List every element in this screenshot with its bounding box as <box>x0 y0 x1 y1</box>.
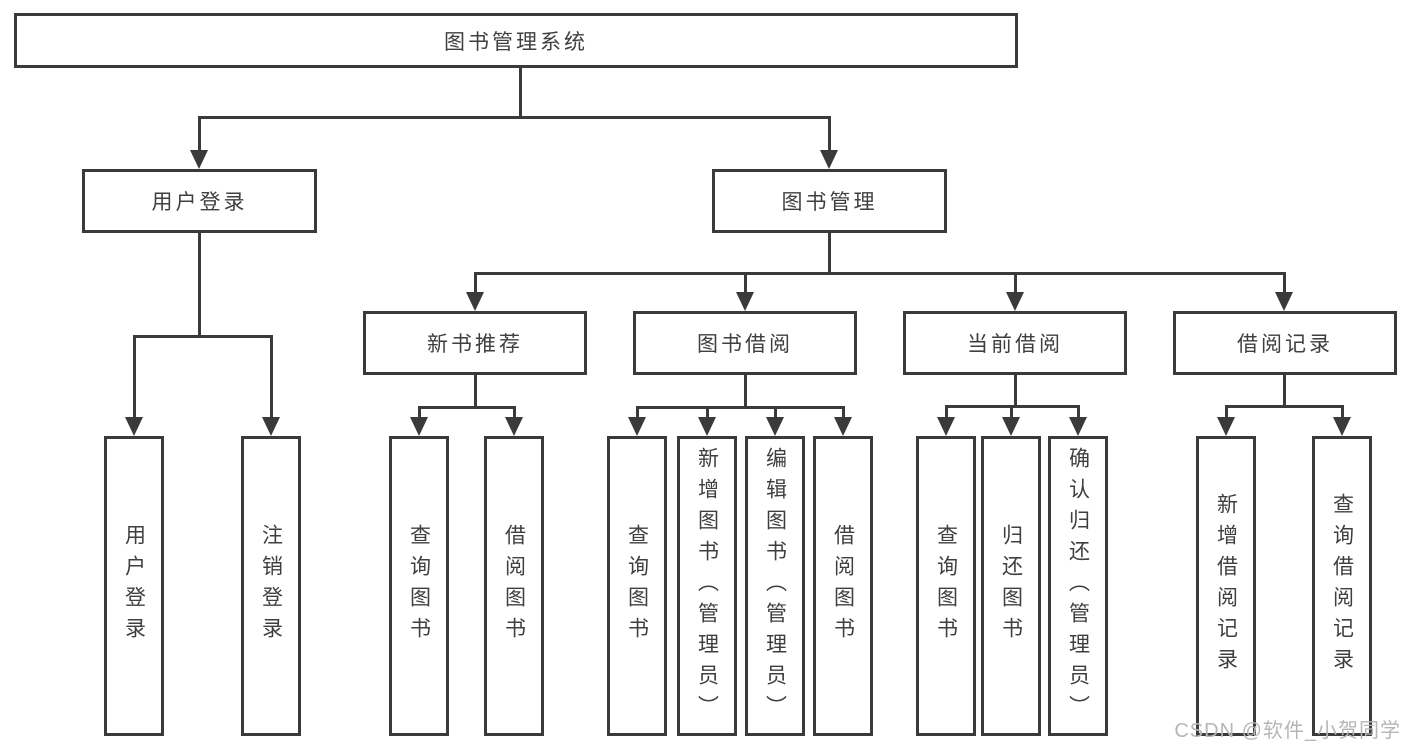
connector-line <box>635 406 639 421</box>
connector-line <box>518 68 522 119</box>
node-label: 当前借阅 <box>967 333 1063 356</box>
leaf-user-login: 用户登录 <box>104 436 164 736</box>
leaf-logout: 注销登录 <box>241 436 301 736</box>
arrowhead-icon <box>1006 292 1024 311</box>
connector-line <box>1013 272 1017 296</box>
connector-line <box>1224 405 1228 421</box>
node-label: 用户登录 <box>151 191 248 214</box>
leaf-query-books-current: 查询图书 <box>916 436 976 736</box>
connector-line <box>512 406 516 421</box>
node-book-borrowing: 图书借阅 <box>633 311 857 375</box>
connector-line <box>132 335 273 338</box>
leaf-label: 归还图书 <box>999 524 1023 648</box>
arrowhead-icon <box>125 417 143 436</box>
leaf-label: 新增图书（管理员） <box>695 446 719 726</box>
leaf-query-books-recommendation: 查询图书 <box>389 436 449 736</box>
connector-line <box>841 406 845 421</box>
arrowhead-icon <box>262 417 280 436</box>
connector-line <box>473 272 1286 275</box>
connector-line <box>1282 272 1286 296</box>
connector-line <box>827 116 831 154</box>
arrowhead-icon <box>766 417 784 436</box>
leaf-label: 查询借阅记录 <box>1330 493 1354 679</box>
arrowhead-icon <box>1217 417 1235 436</box>
leaf-edit-books-admin: 编辑图书（管理员） <box>745 436 805 736</box>
leaf-label: 确认归还（管理员） <box>1066 446 1090 726</box>
connector-line <box>1224 405 1344 408</box>
leaf-label: 查询图书 <box>934 524 958 648</box>
connector-line <box>944 405 948 421</box>
connector-line <box>417 406 516 409</box>
arrowhead-icon <box>1275 292 1293 311</box>
node-borrowing-records: 借阅记录 <box>1173 311 1397 375</box>
node-library-management-system: 图书管理系统 <box>14 13 1018 68</box>
leaf-label: 查询图书 <box>407 524 431 648</box>
leaf-label: 借阅图书 <box>831 524 855 648</box>
arrowhead-icon <box>410 417 428 436</box>
node-label: 图书管理系统 <box>444 30 588 54</box>
leaf-return-books: 归还图书 <box>981 436 1041 736</box>
arrowhead-icon <box>820 150 838 169</box>
node-label: 借阅记录 <box>1237 333 1333 356</box>
connector-line <box>705 406 709 421</box>
arrowhead-icon <box>698 417 716 436</box>
arrowhead-icon <box>736 292 754 311</box>
arrowhead-icon <box>1002 417 1020 436</box>
node-user-login: 用户登录 <box>82 169 317 233</box>
connector-line <box>197 116 201 154</box>
connector-line <box>197 116 831 119</box>
connector-line <box>197 233 201 338</box>
connector-line <box>1076 405 1080 421</box>
watermark: CSDN @软件_小贺同学 <box>1174 720 1401 742</box>
leaf-borrow-books: 借阅图书 <box>813 436 873 736</box>
leaf-confirm-return-admin: 确认归还（管理员） <box>1048 436 1108 736</box>
arrowhead-icon <box>190 150 208 169</box>
arrowhead-icon <box>466 292 484 311</box>
leaf-add-borrowing-record: 新增借阅记录 <box>1196 436 1256 736</box>
leaf-label: 查询图书 <box>625 524 649 648</box>
arrowhead-icon <box>834 417 852 436</box>
leaf-query-books-borrowing: 查询图书 <box>607 436 667 736</box>
leaf-label: 注销登录 <box>259 524 283 648</box>
connector-line <box>1013 375 1017 408</box>
connector-line <box>743 375 747 409</box>
connector-line <box>827 233 831 275</box>
arrowhead-icon <box>1333 417 1351 436</box>
leaf-borrow-books-recommendation: 借阅图书 <box>484 436 544 736</box>
leaf-label: 用户登录 <box>122 524 146 648</box>
leaf-label: 编辑图书（管理员） <box>763 446 787 726</box>
node-label: 图书管理 <box>781 191 878 214</box>
connector-line <box>269 335 273 421</box>
leaf-add-books-admin: 新增图书（管理员） <box>677 436 737 736</box>
node-new-book-recommendation: 新书推荐 <box>363 311 587 375</box>
node-label: 图书借阅 <box>697 333 793 356</box>
connector-line <box>743 272 747 296</box>
node-book-management: 图书管理 <box>712 169 947 233</box>
node-label: 新书推荐 <box>427 333 523 356</box>
connector-line <box>1282 375 1286 408</box>
connector-line <box>473 375 477 409</box>
connector-line <box>1009 405 1013 421</box>
arrowhead-icon <box>628 417 646 436</box>
connector-line <box>773 406 777 421</box>
connector-line <box>635 406 845 409</box>
arrowhead-icon <box>1069 417 1087 436</box>
connector-line <box>473 272 477 296</box>
leaf-query-borrowing-record: 查询借阅记录 <box>1312 436 1372 736</box>
arrowhead-icon <box>505 417 523 436</box>
connector-line <box>1340 405 1344 421</box>
connector-line <box>417 406 421 421</box>
connector-line <box>132 335 136 421</box>
node-current-borrowing: 当前借阅 <box>903 311 1127 375</box>
arrowhead-icon <box>937 417 955 436</box>
leaf-label: 新增借阅记录 <box>1214 493 1238 679</box>
leaf-label: 借阅图书 <box>502 524 526 648</box>
